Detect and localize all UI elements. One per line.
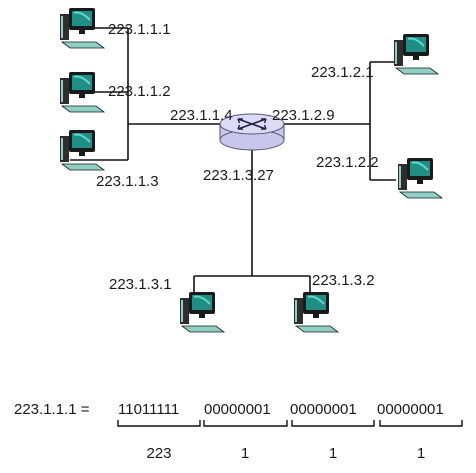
binary-octet-3: 00000001 <box>290 401 357 418</box>
computer-icon-h3 <box>59 129 105 171</box>
octet-bracket-1 <box>117 420 201 427</box>
router-icon <box>219 113 285 151</box>
host-label-h2: 223.1.1.2 <box>108 83 171 100</box>
binary-octet-1: 11011111 <box>118 401 179 418</box>
host-label-h5: 223.1.2.2 <box>316 154 379 171</box>
computer-icon-h5 <box>397 157 443 199</box>
router-interface-label-2: 223.1.2.9 <box>272 107 335 124</box>
computer-icon-h4 <box>393 33 439 75</box>
decimal-octet-2: 1 <box>241 445 249 462</box>
decimal-octet-1: 223 <box>146 445 171 462</box>
octet-bracket-4 <box>379 420 463 427</box>
computer-icon-h6 <box>179 291 225 333</box>
host-label-h3: 223.1.1.3 <box>96 173 159 190</box>
binary-octet-2: 00000001 <box>204 401 271 418</box>
host-label-h7: 223.1.3.2 <box>312 272 375 289</box>
host-label-h1: 223.1.1.1 <box>108 21 171 38</box>
octet-bracket-3 <box>291 420 375 427</box>
host-label-h6: 223.1.3.1 <box>109 276 172 293</box>
binary-octet-4: 00000001 <box>377 401 444 418</box>
router-interface-label-3: 223.1.3.27 <box>203 167 274 184</box>
host-label-h4: 223.1.2.1 <box>311 64 374 81</box>
decimal-octet-4: 1 <box>417 445 425 462</box>
octet-bracket-2 <box>203 420 288 427</box>
binary-address-line: 223.1.1.1 = 11011111 00000001 00000001 0000… <box>14 401 444 418</box>
computer-icon-h7 <box>293 291 339 333</box>
binary-prefix: 223.1.1.1 = <box>14 401 94 418</box>
router-interface-label-1: 223.1.1.4 <box>170 107 233 124</box>
decimal-octet-3: 1 <box>329 445 337 462</box>
